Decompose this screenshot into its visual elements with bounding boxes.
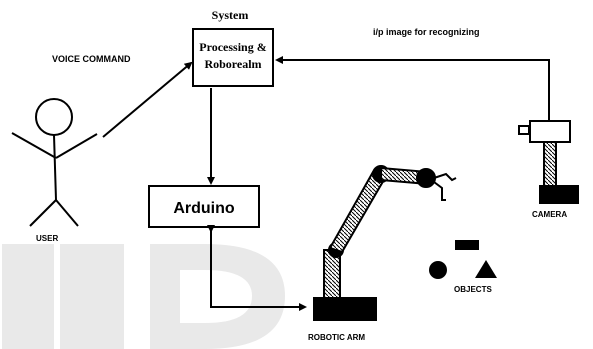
watermark — [2, 244, 285, 349]
system-title: System — [212, 8, 249, 22]
processing-box: Processing & Roborealm — [192, 28, 274, 87]
arduino-label: Arduino — [173, 200, 235, 217]
camera-label: CAMERA — [532, 210, 567, 219]
roborealm-label: Roborealm — [204, 57, 261, 71]
objects-shapes-icon — [429, 240, 497, 279]
arduino-robot-link — [207, 225, 307, 311]
stick-figure-user-icon — [11, 98, 98, 227]
robotic-arm-icon — [313, 165, 457, 321]
robotic-arm-label: ROBOTIC ARM — [308, 333, 365, 342]
camera-icon — [518, 120, 579, 204]
voice-command-arrow — [102, 61, 193, 138]
connection-arrows — [102, 56, 550, 311]
voice-command-label: VOICE COMMAND — [52, 54, 131, 64]
camera-input-label: i/p image for recognizing — [373, 27, 480, 37]
camera-to-processing-arrow — [275, 56, 550, 120]
objects-label: OBJECTS — [454, 285, 492, 294]
arduino-box: Arduino — [148, 185, 260, 228]
user-label: USER — [36, 234, 58, 243]
processing-label: Processing & — [199, 40, 266, 54]
